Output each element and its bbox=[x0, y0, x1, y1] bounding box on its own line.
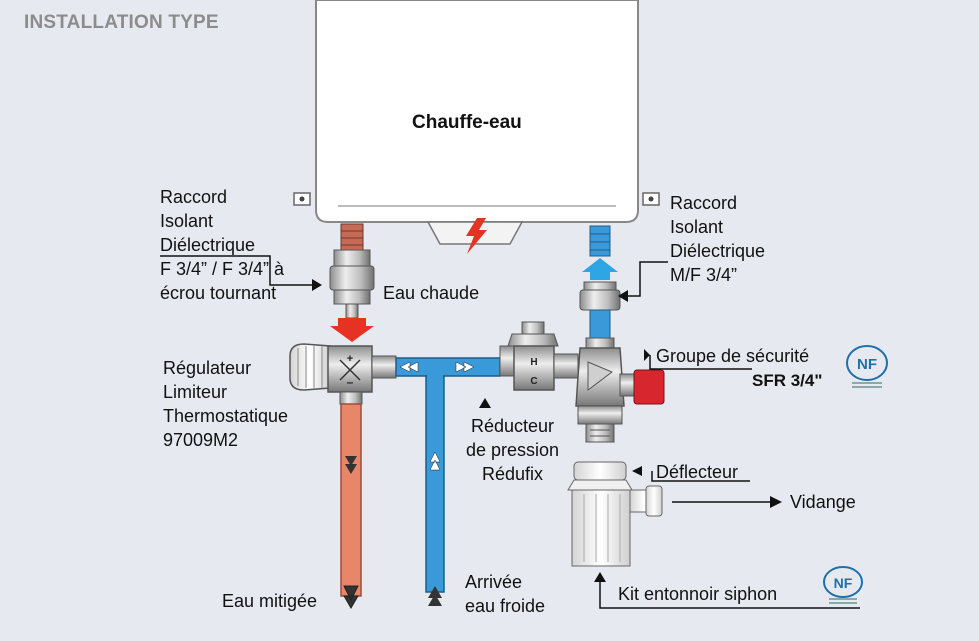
thermostatic-valve: + – bbox=[289, 343, 397, 405]
water-heater bbox=[293, 0, 660, 254]
svg-text:H: H bbox=[530, 357, 537, 368]
pressure-reducer: H C bbox=[499, 321, 579, 391]
label-reducteur: Réducteur de pression Rédufix bbox=[466, 416, 560, 484]
label-raccord-left: Raccord Isolant Diélectrique F 3/4” / F … bbox=[160, 187, 285, 303]
arrow-right-icon bbox=[312, 279, 322, 291]
hot-outlet-fitting bbox=[329, 223, 375, 342]
label-eau-chaude: Eau chaude bbox=[383, 283, 480, 303]
nf-logo-top: NF bbox=[846, 345, 888, 388]
label-groupe-securite: Groupe de sécurité bbox=[656, 346, 810, 366]
svg-text:NF: NF bbox=[834, 575, 853, 591]
hot-flow-arrow bbox=[330, 318, 374, 342]
label-eau-mitigee: Eau mitigée bbox=[222, 591, 318, 611]
svg-text:NF: NF bbox=[857, 356, 877, 373]
label-arrivee-eau-froide: Arrivée eau froide bbox=[465, 572, 546, 616]
cold-inlet-fitting bbox=[579, 225, 621, 339]
lightning-icon bbox=[466, 218, 487, 254]
callouts bbox=[160, 255, 860, 609]
label-deflecteur: Déflecteur bbox=[656, 462, 739, 482]
svg-text:–: – bbox=[347, 375, 354, 389]
label-sfr: SFR 3/4" bbox=[752, 371, 823, 390]
page-title: INSTALLATION TYPE bbox=[24, 12, 219, 33]
cold-flow-arrow bbox=[582, 258, 618, 280]
heater-label: Chauffe-eau bbox=[412, 112, 522, 133]
mixed-water-pipe bbox=[340, 403, 362, 609]
label-raccord-right: Raccord Isolant Diélectrique M/F 3/4” bbox=[670, 193, 766, 285]
svg-text:C: C bbox=[530, 376, 537, 387]
siphon-funnel-kit bbox=[567, 461, 663, 567]
label-regulateur: Régulateur Limiteur Thermostatique 97009… bbox=[163, 358, 289, 450]
deflector bbox=[573, 461, 627, 481]
safety-group bbox=[575, 337, 665, 443]
cold-water-pipe bbox=[395, 357, 501, 606]
label-vidange: Vidange bbox=[790, 492, 856, 512]
svg-text:+: + bbox=[347, 353, 353, 365]
nf-logo-bottom: NF bbox=[823, 566, 863, 604]
label-kit-entonnoir: Kit entonnoir siphon bbox=[618, 584, 778, 604]
